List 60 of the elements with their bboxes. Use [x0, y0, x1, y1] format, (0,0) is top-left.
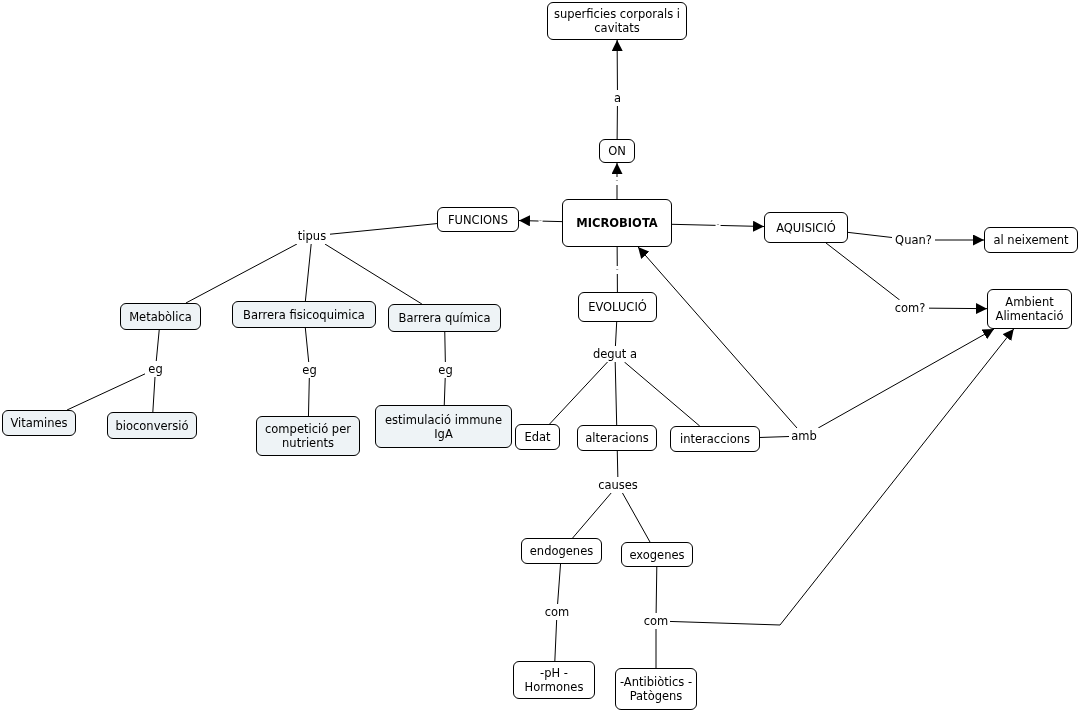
connector	[611, 39, 623, 91]
concept-box: estimulació immune IgA	[375, 405, 512, 448]
concept-box: exogenes	[621, 542, 693, 567]
concept-box: EVOLUCIÓ	[578, 292, 657, 322]
connector	[444, 331, 446, 363]
edge-label: -	[614, 265, 620, 274]
connector	[623, 361, 701, 427]
concept-box: FUNCIONS	[437, 207, 519, 232]
connector	[622, 492, 651, 543]
connector	[637, 246, 798, 429]
connector	[655, 628, 657, 669]
connector	[616, 450, 619, 478]
connector	[324, 243, 423, 305]
connector	[934, 234, 985, 246]
concept-box: Vitamines	[2, 410, 76, 436]
concept-box: alteracions	[577, 425, 657, 451]
connector	[518, 215, 563, 227]
concept-box: MICROBIOTA	[562, 199, 672, 247]
connector	[614, 361, 618, 426]
connector	[307, 377, 310, 417]
concept-box: Ambient Alimentació	[987, 289, 1072, 329]
connector	[614, 321, 618, 347]
connector	[554, 619, 558, 662]
concept-box: interaccions	[670, 426, 760, 452]
connector	[825, 242, 901, 301]
concept-box: -pH -Hormones	[513, 661, 595, 699]
connector	[152, 376, 156, 413]
connector	[443, 377, 446, 406]
concept-box: -Antibiòtics -Patògens	[615, 668, 697, 710]
connector	[329, 223, 438, 235]
connector	[616, 105, 618, 140]
concept-box: competició per nutrients	[256, 416, 360, 456]
connector	[557, 563, 562, 605]
connector	[155, 329, 160, 362]
concept-box: ON	[599, 139, 635, 163]
edge-label: -	[614, 177, 620, 185]
connector	[759, 436, 790, 438]
connector	[616, 246, 618, 293]
connector	[572, 492, 612, 539]
concept-box: AQUISICIÓ	[764, 212, 848, 243]
connector	[304, 327, 310, 363]
concept-box: superficies corporals i cavitats	[547, 2, 687, 40]
concept-box: endogenes	[521, 538, 602, 564]
concept-box: Edat	[515, 424, 560, 450]
connector	[669, 328, 1015, 626]
connector	[549, 361, 609, 425]
connector	[847, 231, 893, 238]
concept-box: Metabòlica	[120, 303, 201, 330]
connector	[304, 243, 312, 302]
concept-box: al neixement	[984, 227, 1078, 253]
connector	[66, 373, 146, 411]
connector	[655, 566, 658, 614]
concept-box: Barrera fisicoquimica	[232, 301, 376, 328]
concept-box: bioconversió	[107, 412, 197, 439]
connector	[817, 328, 995, 429]
connector	[928, 303, 988, 315]
connector	[185, 243, 298, 304]
connector	[671, 220, 765, 232]
connector	[611, 162, 623, 200]
concept-box: Barrera química	[388, 304, 501, 332]
